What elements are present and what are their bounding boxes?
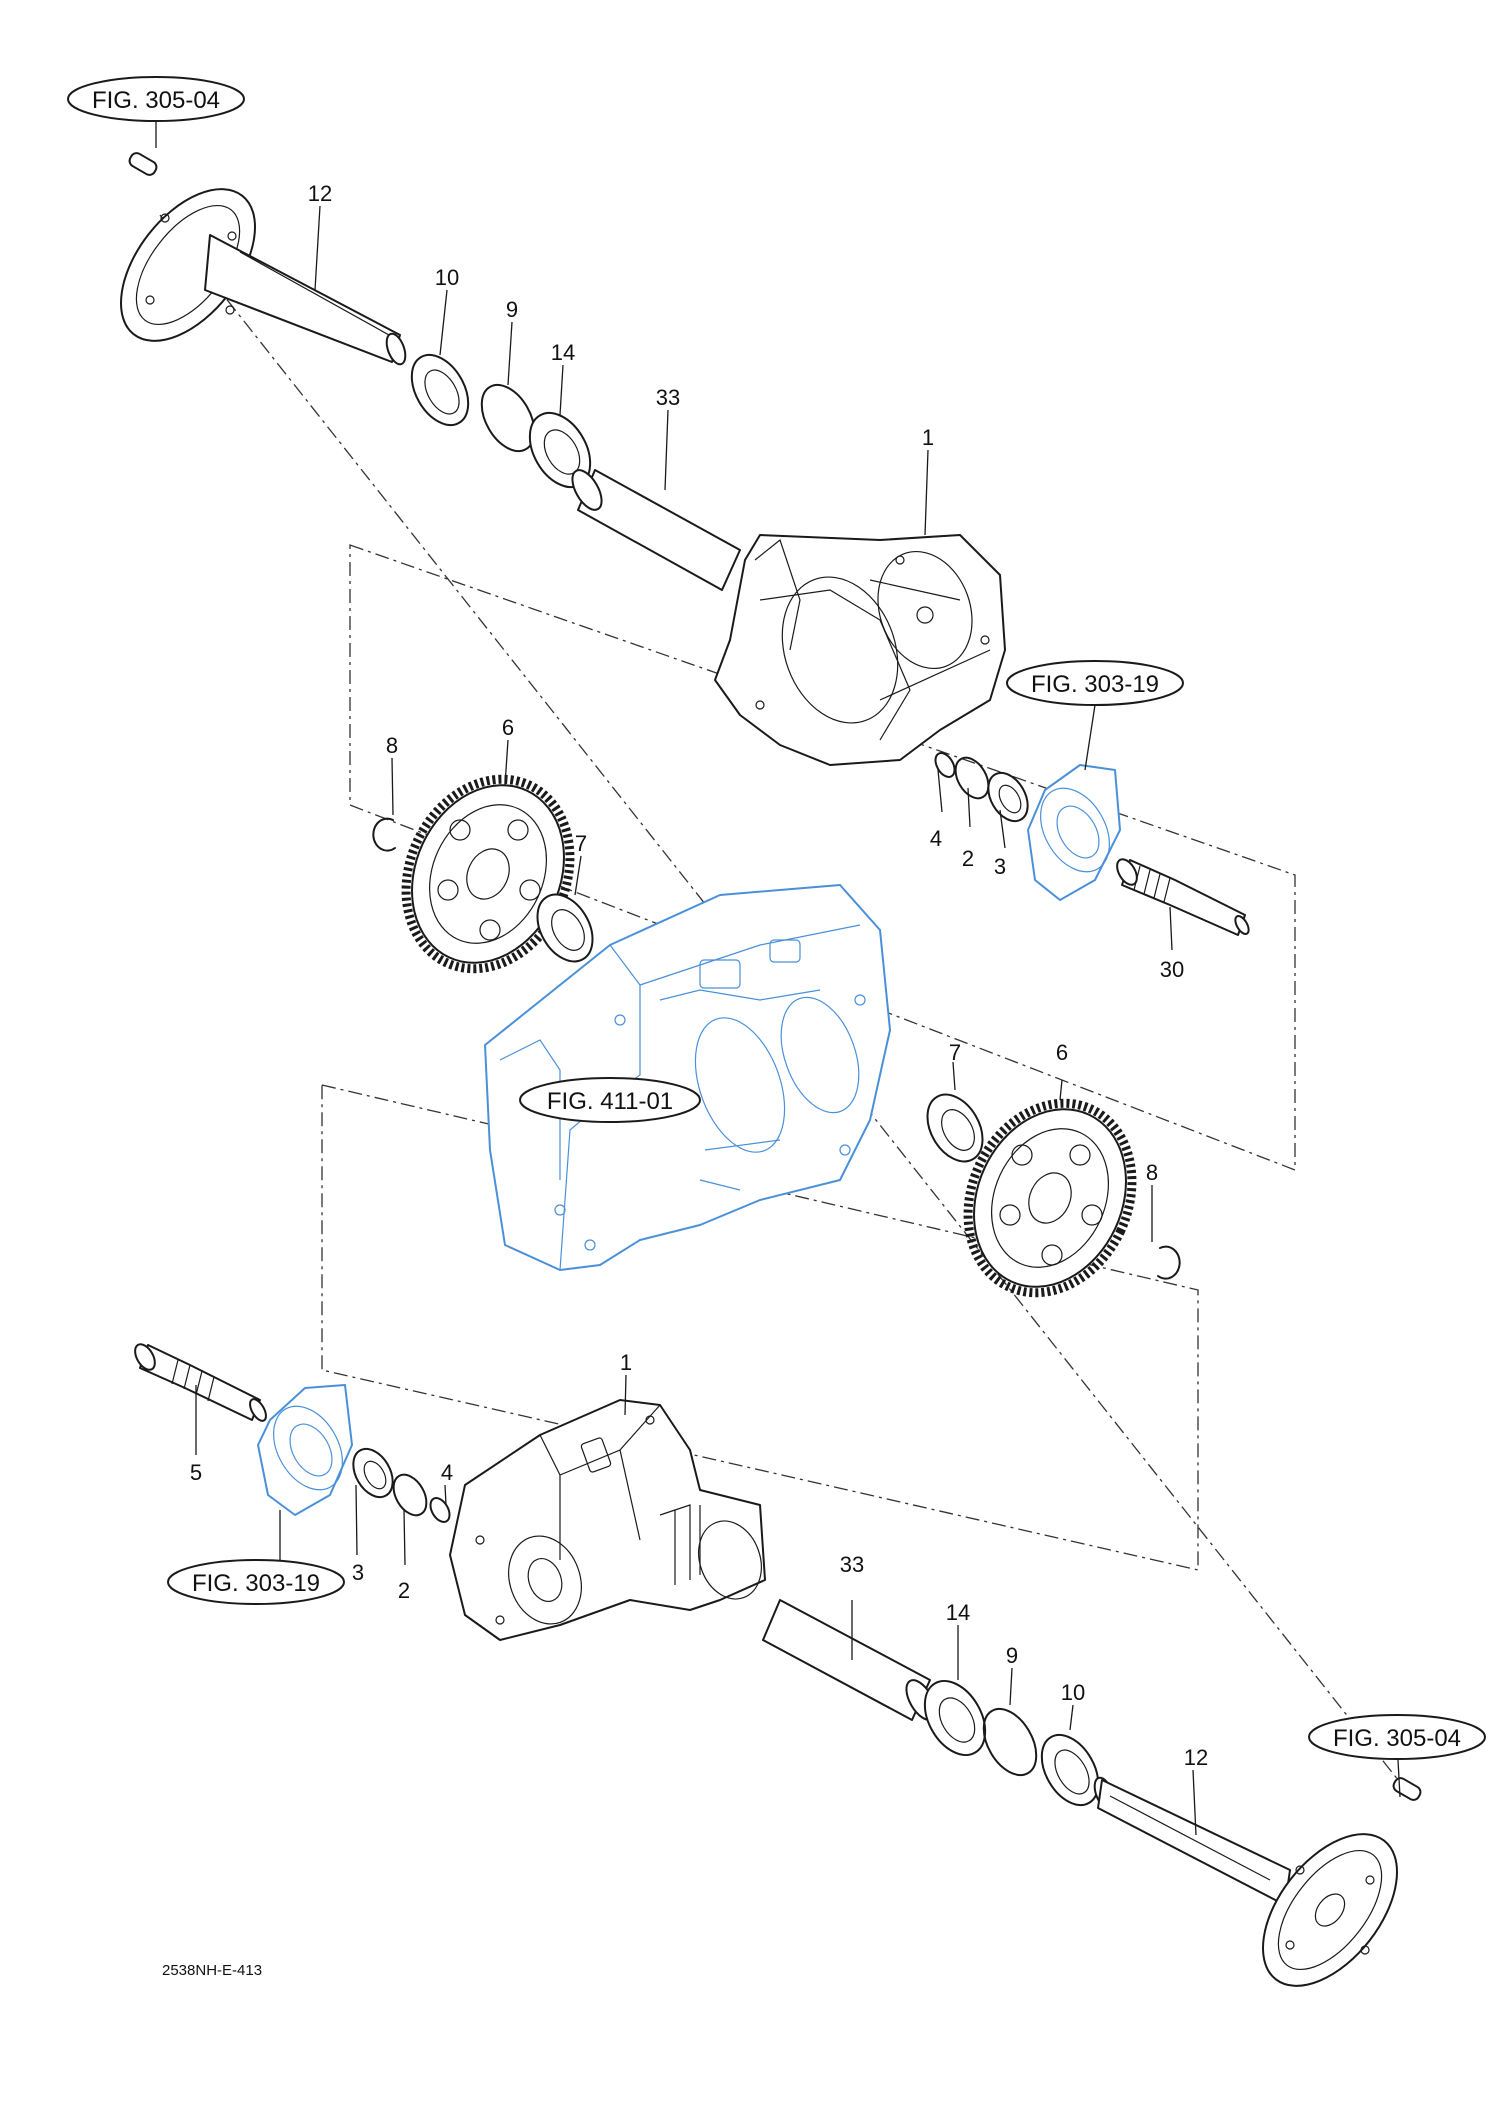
upper-axle-shaft bbox=[120, 152, 407, 366]
lower-final-gear bbox=[963, 1098, 1137, 1298]
fig-ref-411-01[interactable]: FIG. 411-01 bbox=[519, 1077, 701, 1123]
upper-bearing-cover bbox=[1027, 764, 1121, 901]
lower-snap-ring-9 bbox=[982, 1707, 1038, 1777]
fig-ref-305-04-bottom[interactable]: FIG. 305-04 bbox=[1308, 1714, 1486, 1760]
callout-upper-gear-snap-ring: 8 bbox=[386, 733, 398, 758]
lower-bearing-14 bbox=[923, 1680, 987, 1756]
lower-axle-housing bbox=[449, 1399, 766, 1641]
lower-bearing-3 bbox=[352, 1447, 394, 1499]
callout-upper-final-gear: 6 bbox=[502, 715, 514, 740]
callout-lower-snap-ring-4: 4 bbox=[441, 1460, 453, 1485]
callout-upper-pinion-shaft: 30 bbox=[1160, 957, 1184, 982]
fig-ref-label: FIG. 305-04 bbox=[1333, 1725, 1461, 1752]
callout-lower-seal: 10 bbox=[1061, 1680, 1085, 1705]
lower-gear-bearing bbox=[926, 1093, 984, 1163]
callout-upper-bearing-14: 14 bbox=[551, 340, 575, 365]
callout-upper-axle-housing: 1 bbox=[922, 425, 934, 450]
fig-ref-303-19-top[interactable]: FIG. 303-19 bbox=[1006, 660, 1184, 706]
callout-lower-snap-ring-9: 9 bbox=[1006, 1643, 1018, 1668]
callout-lower-snap-ring-2: 2 bbox=[398, 1578, 410, 1603]
callout-upper-spacer-tube: 33 bbox=[656, 385, 680, 410]
fig-ref-label: FIG. 303-19 bbox=[192, 1570, 320, 1597]
upper-axle-housing bbox=[714, 534, 1006, 766]
lower-bearing-cover bbox=[257, 1384, 353, 1516]
lower-axle-shaft bbox=[1093, 1776, 1422, 1987]
lower-pinion-shaft bbox=[134, 1343, 267, 1422]
upper-snap-ring-4 bbox=[934, 752, 956, 778]
callout-lower-gear-snap-ring: 8 bbox=[1146, 1160, 1158, 1185]
upper-snap-ring-9 bbox=[480, 383, 536, 453]
fig-ref-303-19-bottom[interactable]: FIG. 303-19 bbox=[167, 1559, 345, 1605]
upper-gear-bearing bbox=[536, 893, 594, 963]
upper-gear-snap-ring bbox=[372, 817, 396, 852]
callout-upper-bearing-3: 3 bbox=[994, 854, 1006, 879]
lower-assembly-guide-box bbox=[321, 1084, 1199, 1571]
fig-ref-label: FIG. 411-01 bbox=[547, 1088, 673, 1115]
callout-upper-snap-ring-4: 4 bbox=[930, 826, 942, 851]
callout-lower-bearing-3: 3 bbox=[352, 1560, 364, 1585]
callout-lower-axle-housing: 1 bbox=[620, 1350, 632, 1375]
upper-seal bbox=[410, 353, 470, 427]
transmission-case bbox=[484, 884, 891, 1271]
callout-upper-gear-bearing: 7 bbox=[575, 831, 587, 856]
upper-snap-ring-2 bbox=[954, 756, 990, 800]
callout-lower-spacer-tube: 33 bbox=[840, 1552, 864, 1577]
callout-upper-snap-ring-2: 2 bbox=[962, 846, 974, 871]
leader-lines bbox=[155, 117, 1401, 1836]
lower-snap-ring-2 bbox=[392, 1473, 428, 1517]
callout-upper-snap-ring-9: 9 bbox=[506, 297, 518, 322]
fig-ref-label: FIG. 303-19 bbox=[1031, 671, 1159, 698]
callout-lower-gear-bearing: 7 bbox=[949, 1040, 961, 1065]
upper-pinion-shaft bbox=[1116, 858, 1250, 936]
lower-snap-ring-4 bbox=[429, 1497, 451, 1523]
callout-lower-axle-shaft: 12 bbox=[1184, 1745, 1208, 1770]
callout-upper-axle-shaft: 12 bbox=[308, 181, 332, 206]
fig-ref-label: FIG. 305-04 bbox=[92, 87, 220, 114]
callout-upper-seal: 10 bbox=[435, 265, 459, 290]
callout-lower-final-gear: 6 bbox=[1056, 1040, 1068, 1065]
callout-lower-bearing-14: 14 bbox=[946, 1600, 970, 1625]
lower-gear-snap-ring bbox=[1157, 1245, 1181, 1280]
drawing-code: 2538NH-E-413 bbox=[162, 1962, 262, 1979]
upper-bearing-3 bbox=[987, 771, 1029, 823]
callout-lower-pinion-shaft: 5 bbox=[190, 1460, 202, 1485]
lower-seal bbox=[1040, 1733, 1100, 1807]
upper-spacer-tube bbox=[571, 469, 741, 591]
fig-ref-305-04-top[interactable]: FIG. 305-04 bbox=[67, 76, 245, 122]
